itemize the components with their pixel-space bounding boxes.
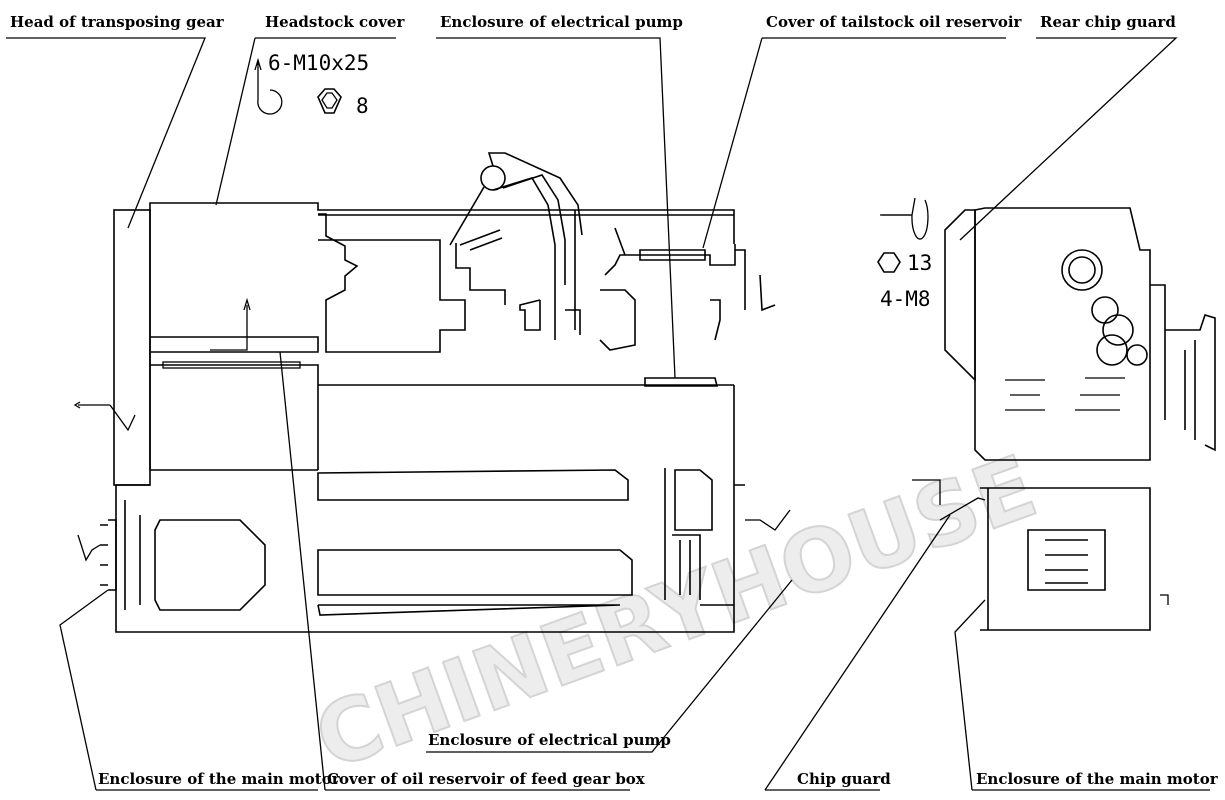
bed-slot-upper — [317, 469, 629, 501]
label-cover-feed-gear-box: Cover of oil reservoir of feed gear box — [327, 770, 646, 788]
bed-body — [115, 385, 745, 633]
handle-arms — [449, 152, 583, 340]
tailstock — [599, 227, 736, 351]
carriage — [455, 229, 581, 335]
screw-direction-icon — [254, 57, 283, 115]
screw-spec-front: 6-M10x25 — [268, 51, 369, 75]
label-enclosure-main-motor-left: Enclosure of the main motor — [98, 770, 341, 788]
main-motor — [124, 500, 266, 611]
hex-wrench-icon — [317, 88, 342, 114]
bed-slot-lower — [317, 549, 633, 596]
label-enclosure-main-motor-right: Enclosure of the main motor — [976, 770, 1219, 788]
side-base — [980, 487, 1151, 631]
label-enclosure-pump-bottom: Enclosure of electrical pump — [428, 731, 671, 749]
label-tailstock-cover: Cover of tailstock oil reservoir — [766, 13, 1023, 31]
label-head-transposing-gear: Head of transposing gear — [10, 13, 225, 31]
fastener-notes: 6-M10x25 8 13 4-M8 — [254, 51, 932, 311]
tailstock-reservoir-cover — [644, 377, 719, 387]
chuck — [318, 213, 466, 353]
change-gear-head — [113, 209, 151, 486]
label-headstock-cover: Headstock cover — [265, 13, 405, 31]
label-enclosure-pump-top: Enclosure of electrical pump — [440, 13, 683, 31]
leader-lines — [6, 37, 1210, 791]
side-screw-direction-icon — [882, 199, 929, 240]
side-headstock — [974, 207, 1166, 461]
rear-chip-guard — [944, 209, 976, 382]
front-view — [73, 152, 791, 633]
wrench-size-side: 13 — [907, 251, 932, 275]
headstock — [149, 202, 735, 470]
watermark: CHINERYHOUSE — [303, 437, 1049, 790]
wrench-size-front: 8 — [356, 94, 369, 118]
label-rear-chip-guard: Rear chip guard — [1040, 13, 1176, 31]
side-motor-vent — [1027, 529, 1106, 591]
side-handwheel — [1165, 314, 1216, 452]
side-view — [880, 197, 1216, 631]
part-labels: Head of transposing gear Headstock cover… — [10, 13, 1219, 788]
side-hex-wrench-icon — [877, 252, 901, 273]
screw-spec-side: 4-M8 — [880, 287, 931, 311]
label-chip-guard: Chip guard — [797, 770, 891, 788]
bed-rail — [318, 214, 734, 386]
electrical-pump — [664, 468, 713, 600]
